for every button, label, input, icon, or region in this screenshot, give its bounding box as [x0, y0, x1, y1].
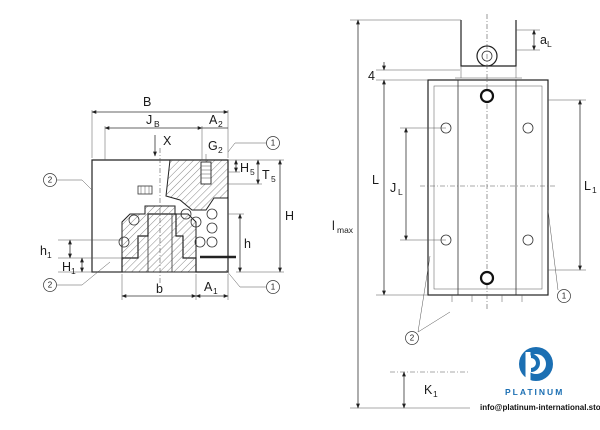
callout-2-top: 2 — [48, 176, 53, 185]
dim-G2: G — [208, 139, 218, 153]
dim-4: 4 — [368, 69, 375, 83]
rail-bore — [147, 214, 173, 272]
rail-section — [121, 205, 197, 273]
carriage-section-hatch — [165, 159, 229, 211]
dim-JL: J — [390, 181, 396, 195]
dim-L: L — [372, 173, 379, 187]
cross-section-view: B J B X A 2 G 2 H 5 T 5 H h h 1 H 1 b A … — [40, 95, 294, 300]
dim-X: X — [163, 134, 172, 148]
side-view-labels: a L 4 L J L L 1 l max K 1 — [332, 33, 597, 399]
dim-L1-sub: 1 — [592, 185, 597, 195]
dim-H1-sub: 1 — [71, 266, 76, 276]
side-view-callouts: 1 2 — [405, 209, 571, 345]
dim-B: B — [143, 95, 151, 109]
dim-aL: a — [540, 33, 547, 47]
brand-email: info@platinum-international.store — [480, 403, 600, 412]
dim-L1: L — [584, 179, 591, 193]
dim-K1: K — [424, 383, 433, 397]
dim-lmax: l — [332, 219, 335, 233]
dim-H5-sub: 5 — [250, 167, 255, 177]
cross-section-labels: B J B X A 2 G 2 H 5 T 5 H h h 1 H 1 b A … — [40, 95, 294, 296]
dim-H5: H — [240, 161, 249, 175]
mounting-holes — [440, 88, 534, 286]
callout-2-bottom: 2 — [48, 281, 53, 290]
dim-K1-sub: 1 — [433, 389, 438, 399]
top-bracket — [460, 20, 517, 67]
lube-nipple-icon — [137, 185, 153, 195]
carriage-block — [427, 79, 549, 296]
dim-h1: h — [40, 244, 47, 258]
dim-T5-sub: 5 — [271, 174, 276, 184]
side-dimension-lines — [350, 19, 586, 409]
callout-1-top: 1 — [271, 139, 276, 148]
cross-section-callouts: 1 2 2 1 — [43, 136, 280, 294]
dim-aL-sub: L — [547, 39, 552, 49]
carriage-inner — [433, 85, 543, 290]
dim-A2: A — [209, 113, 218, 127]
brand-logo: PLATINUM info@platinum-international.sto… — [480, 347, 600, 412]
dim-H1: H — [62, 260, 71, 274]
brand-name: PLATINUM — [505, 387, 564, 397]
dim-h1-sub: 1 — [47, 250, 52, 260]
dim-b: b — [156, 282, 163, 296]
dim-JB-sub: B — [154, 119, 160, 129]
ball-rows — [118, 208, 218, 248]
callout-1-side: 1 — [562, 292, 567, 301]
dim-JB: J — [146, 113, 152, 127]
dim-H: H — [285, 209, 294, 223]
dim-lmax-sub: max — [337, 225, 354, 235]
dim-G2-sub: 2 — [218, 145, 223, 155]
dim-A1-sub: 1 — [213, 286, 218, 296]
dim-A2-sub: 2 — [218, 119, 223, 129]
dim-A1: A — [204, 280, 213, 294]
dimension-lines — [58, 110, 284, 300]
dim-h: h — [244, 237, 251, 251]
side-view: a L 4 L J L L 1 l max K 1 1 2 — [332, 14, 597, 409]
dim-JL-sub: L — [398, 187, 403, 197]
thread-g2 — [200, 161, 212, 185]
dim-T5: T — [262, 168, 270, 182]
callout-2-side: 2 — [410, 334, 415, 343]
callout-1-bottom: 1 — [271, 283, 276, 292]
